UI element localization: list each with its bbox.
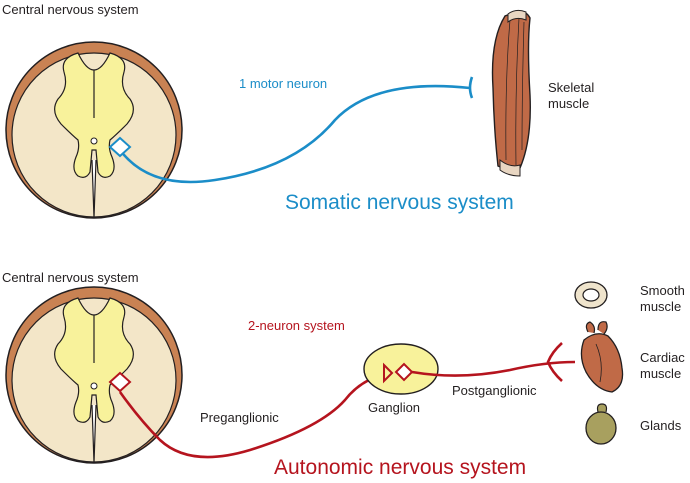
somatic-spinal-cord bbox=[5, 41, 183, 219]
somatic-neuromuscular-junction bbox=[468, 76, 474, 99]
skeletal-muscle-tendon-top bbox=[507, 9, 527, 23]
motor-neuron-label: 1 motor neuron bbox=[239, 76, 327, 91]
preganglionic-cell-body bbox=[108, 371, 132, 393]
ganglion-label: Ganglion bbox=[368, 400, 420, 415]
skeletal-muscle-label-line2: muscle bbox=[548, 96, 589, 111]
somatic-title: Somatic nervous system bbox=[285, 191, 514, 214]
cardiac-muscle bbox=[580, 321, 624, 393]
gland-duct bbox=[596, 403, 608, 413]
autonomic-title: Autonomic nervous system bbox=[274, 456, 526, 479]
heart-vessels bbox=[585, 321, 608, 335]
glands-label: Glands bbox=[640, 418, 682, 433]
gland bbox=[585, 403, 617, 445]
cardiac-muscle-label-line1: Cardiac bbox=[640, 350, 685, 365]
autonomic-anterior-fissure bbox=[91, 404, 97, 464]
somatic-motor-neuron-axon bbox=[118, 84, 471, 184]
smooth-muscle-label-line1: Smooth bbox=[640, 283, 685, 298]
heart-groove bbox=[595, 343, 602, 383]
preganglionic-terminal bbox=[383, 362, 394, 384]
smooth-muscle-lumen bbox=[582, 288, 600, 302]
skeletal-muscle-body bbox=[491, 10, 531, 170]
postganglionic-axon bbox=[411, 360, 576, 377]
skeletal-muscle-tendon-bottom bbox=[499, 158, 521, 177]
cardiac-muscle-label-line2: muscle bbox=[640, 366, 681, 381]
preganglionic-axon bbox=[118, 370, 393, 459]
postganglionic-terminal-branches bbox=[546, 342, 563, 382]
somatic-anterior-fissure bbox=[91, 159, 97, 219]
autonomic-central-canal bbox=[90, 382, 98, 390]
skeletal-muscle-fibers bbox=[505, 17, 525, 166]
autonomic-cns-label: Central nervous system bbox=[2, 270, 139, 285]
skeletal-muscle-label-line1: Skeletal bbox=[548, 80, 594, 95]
postganglionic-label: Postganglionic bbox=[452, 383, 537, 398]
two-neuron-system-label: 2-neuron system bbox=[248, 318, 345, 333]
somatic-central-canal bbox=[90, 137, 98, 145]
skeletal-muscle bbox=[491, 9, 531, 177]
autonomic-spinal-cord bbox=[5, 286, 183, 464]
smooth-muscle bbox=[574, 281, 608, 309]
preganglionic-label: Preganglionic bbox=[200, 410, 279, 425]
somatic-motor-neuron-cell-body bbox=[108, 136, 132, 158]
heart-body bbox=[580, 333, 624, 393]
gland-body bbox=[585, 411, 617, 445]
smooth-muscle-label-line2: muscle bbox=[640, 299, 681, 314]
somatic-cns-label: Central nervous system bbox=[2, 2, 139, 17]
